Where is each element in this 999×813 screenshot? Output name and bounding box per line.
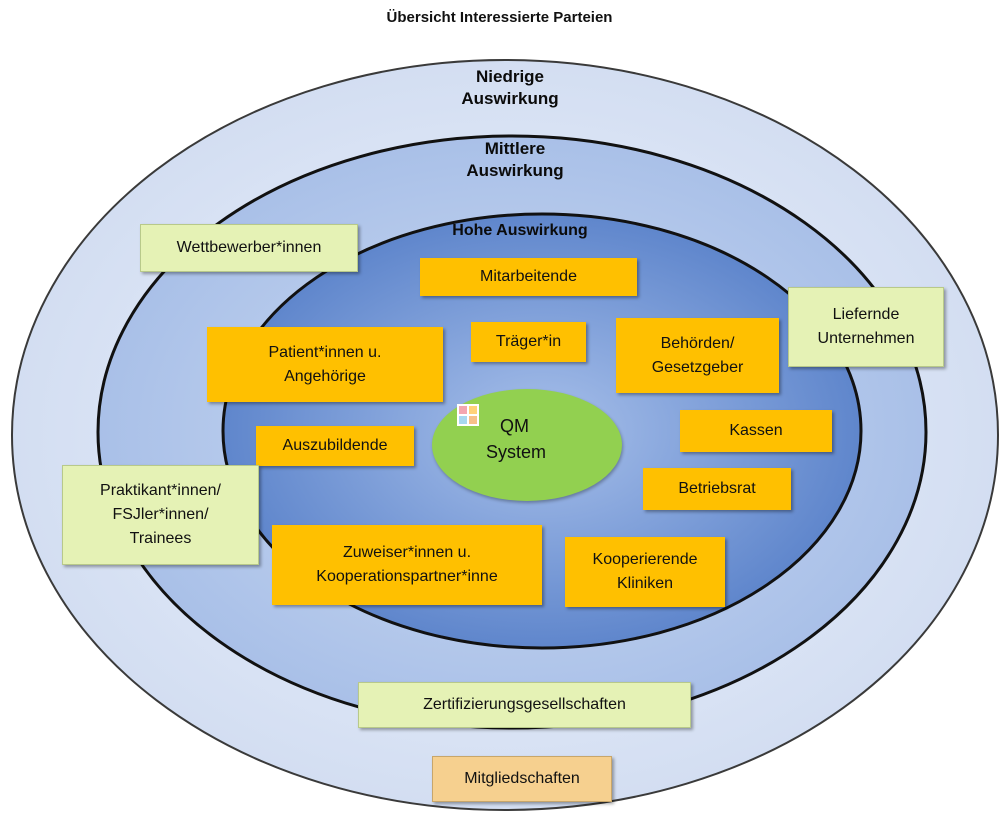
box-behoerden: Behörden/ Gesetzgeber bbox=[616, 318, 779, 393]
box-kassen: Kassen bbox=[680, 410, 832, 452]
box-patienten: Patient*innen u. Angehörige bbox=[207, 327, 443, 402]
box-kooperierende-kliniken: Kooperierende Kliniken bbox=[565, 537, 725, 607]
box-mitarbeitende: Mitarbeitende bbox=[420, 258, 637, 296]
qm-line1: QM bbox=[500, 416, 529, 436]
box-wettbewerber: Wettbewerber*innen bbox=[140, 224, 358, 272]
qm-system-label: QM System bbox=[480, 413, 546, 465]
box-liefernde-unternehmen: Liefernde Unternehmen bbox=[788, 287, 944, 367]
box-traeger: Träger*in bbox=[471, 322, 586, 362]
diagram-title: Übersicht Interessierte Parteien bbox=[386, 9, 613, 26]
box-praktikanten: Praktikant*innen/ FSJler*innen/ Trainees bbox=[62, 465, 259, 565]
qm-logo-icon bbox=[457, 404, 479, 426]
middle-ring-label: Mittlere Auswirkung bbox=[466, 139, 564, 180]
box-zuweiser: Zuweiser*innen u. Kooperationspartner*in… bbox=[272, 525, 542, 605]
inner-ring-label: Hohe Auswirkung bbox=[452, 222, 588, 239]
box-auszubildende: Auszubildende bbox=[256, 426, 414, 466]
outer-ring-label: Niedrige Auswirkung bbox=[461, 67, 559, 108]
box-betriebsrat: Betriebsrat bbox=[643, 468, 791, 510]
box-zertifizierung: Zertifizierungsgesellschaften bbox=[358, 682, 691, 728]
qm-line2: System bbox=[486, 442, 547, 462]
box-mitgliedschaften: Mitgliedschaften bbox=[432, 756, 612, 802]
